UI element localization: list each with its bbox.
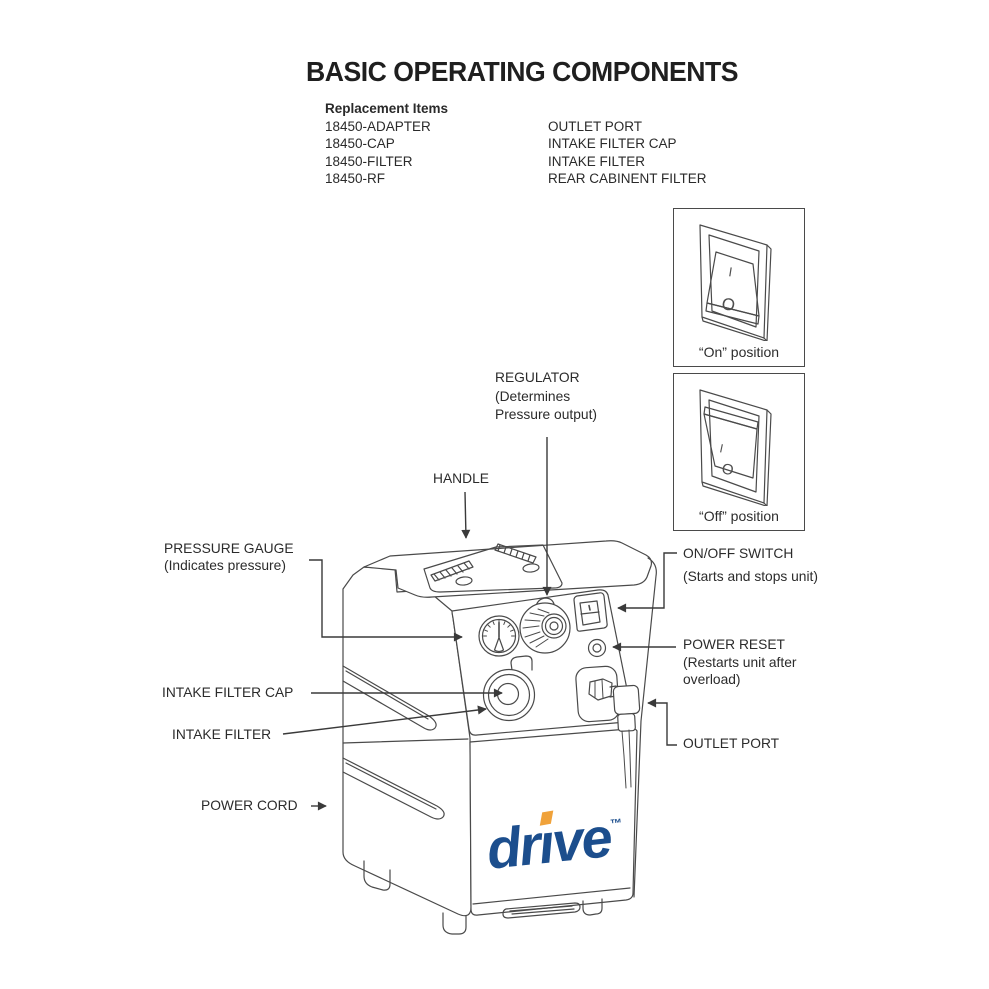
label-intake-filter: INTAKE FILTER	[172, 727, 272, 742]
foot-drawing	[363, 860, 391, 891]
replacement-item-row: 18450-FILTER INTAKE FILTER	[325, 153, 707, 171]
arrow-intake-filter	[282, 705, 487, 735]
switch-on-mark-i: I	[728, 264, 734, 279]
label-outlet-port: OUTLET PORT	[683, 736, 780, 751]
label-handle: HANDLE	[433, 471, 489, 486]
regulator-drawing	[519, 597, 571, 654]
outlet-port-drawing	[575, 665, 641, 789]
part-name: REAR CABINENT FILTER	[548, 171, 707, 187]
power-reset-button-drawing	[587, 638, 607, 658]
label-power-reset: POWER RESET (Restarts unit after overloa…	[683, 637, 797, 687]
arrow-handle	[461, 491, 471, 539]
cabinet-right-edge	[633, 557, 657, 898]
bottom-vent-drawing	[502, 902, 581, 919]
switch-on-panel: I O “On” position	[673, 208, 805, 367]
part-name: OUTLET PORT	[548, 118, 643, 134]
cabinet-side-drawing	[342, 566, 472, 917]
drive-logo-text: dr	[483, 812, 543, 881]
foot-drawing	[442, 912, 467, 935]
arrow-outlet-port	[647, 698, 677, 746]
cabinet-front-lower-drawing	[363, 728, 638, 935]
handle-drawing	[363, 540, 653, 598]
arrow-on-off-switch	[617, 552, 677, 613]
switch-on-caption: “On” position	[698, 344, 780, 360]
part-code: 18450-ADAPTER	[325, 118, 431, 134]
label-on-off-switch: ON/OFF SWITCH (Starts and stops unit)	[683, 546, 818, 584]
replacement-item-row: 18450-RF REAR CABINENT FILTER	[325, 170, 707, 188]
replacement-items-list: Replacement Items 18450-ADAPTER OUTLET P…	[325, 100, 707, 188]
switch-off-panel: I O “Off” position	[673, 373, 805, 531]
part-name: INTAKE FILTER	[548, 153, 646, 169]
callout-arrows	[282, 437, 677, 811]
label-intake-filter-cap: INTAKE FILTER CAP	[162, 685, 294, 700]
arrow-pressure-gauge	[309, 559, 463, 642]
label-power-cord: POWER CORD	[201, 798, 298, 813]
switch-off-mark-o: O	[720, 460, 735, 479]
compressor-illustration	[342, 540, 657, 935]
replacement-item-row: 18450-ADAPTER OUTLET PORT	[325, 118, 707, 136]
part-code: 18450-FILTER	[325, 153, 413, 169]
replacement-item-row: 18450-CAP INTAKE FILTER CAP	[325, 135, 707, 153]
part-code: 18450-CAP	[325, 136, 395, 152]
switch-off-caption: “Off” position	[699, 508, 779, 524]
page-title: BASIC OPERATING COMPONENTS	[306, 56, 738, 87]
label-regulator: REGULATOR (Determines Pressure output)	[495, 370, 597, 422]
trademark-symbol: ™	[609, 815, 623, 831]
intake-filter-cap-drawing	[482, 655, 536, 722]
foot-drawing	[582, 898, 603, 916]
rocker-switch-on-drawing: I O	[699, 224, 772, 342]
label-pressure-gauge: PRESSURE GAUGE (Indicates pressure)	[164, 541, 294, 573]
pressure-gauge-drawing	[478, 615, 520, 657]
part-name: INTAKE FILTER CAP	[548, 136, 677, 152]
part-code: 18450-RF	[325, 171, 386, 187]
power-switch-drawing	[573, 592, 608, 632]
replacement-items-heading: Replacement Items	[325, 101, 449, 116]
switch-on-mark-o: O	[720, 294, 736, 315]
switch-off-mark-i: I	[718, 441, 724, 455]
